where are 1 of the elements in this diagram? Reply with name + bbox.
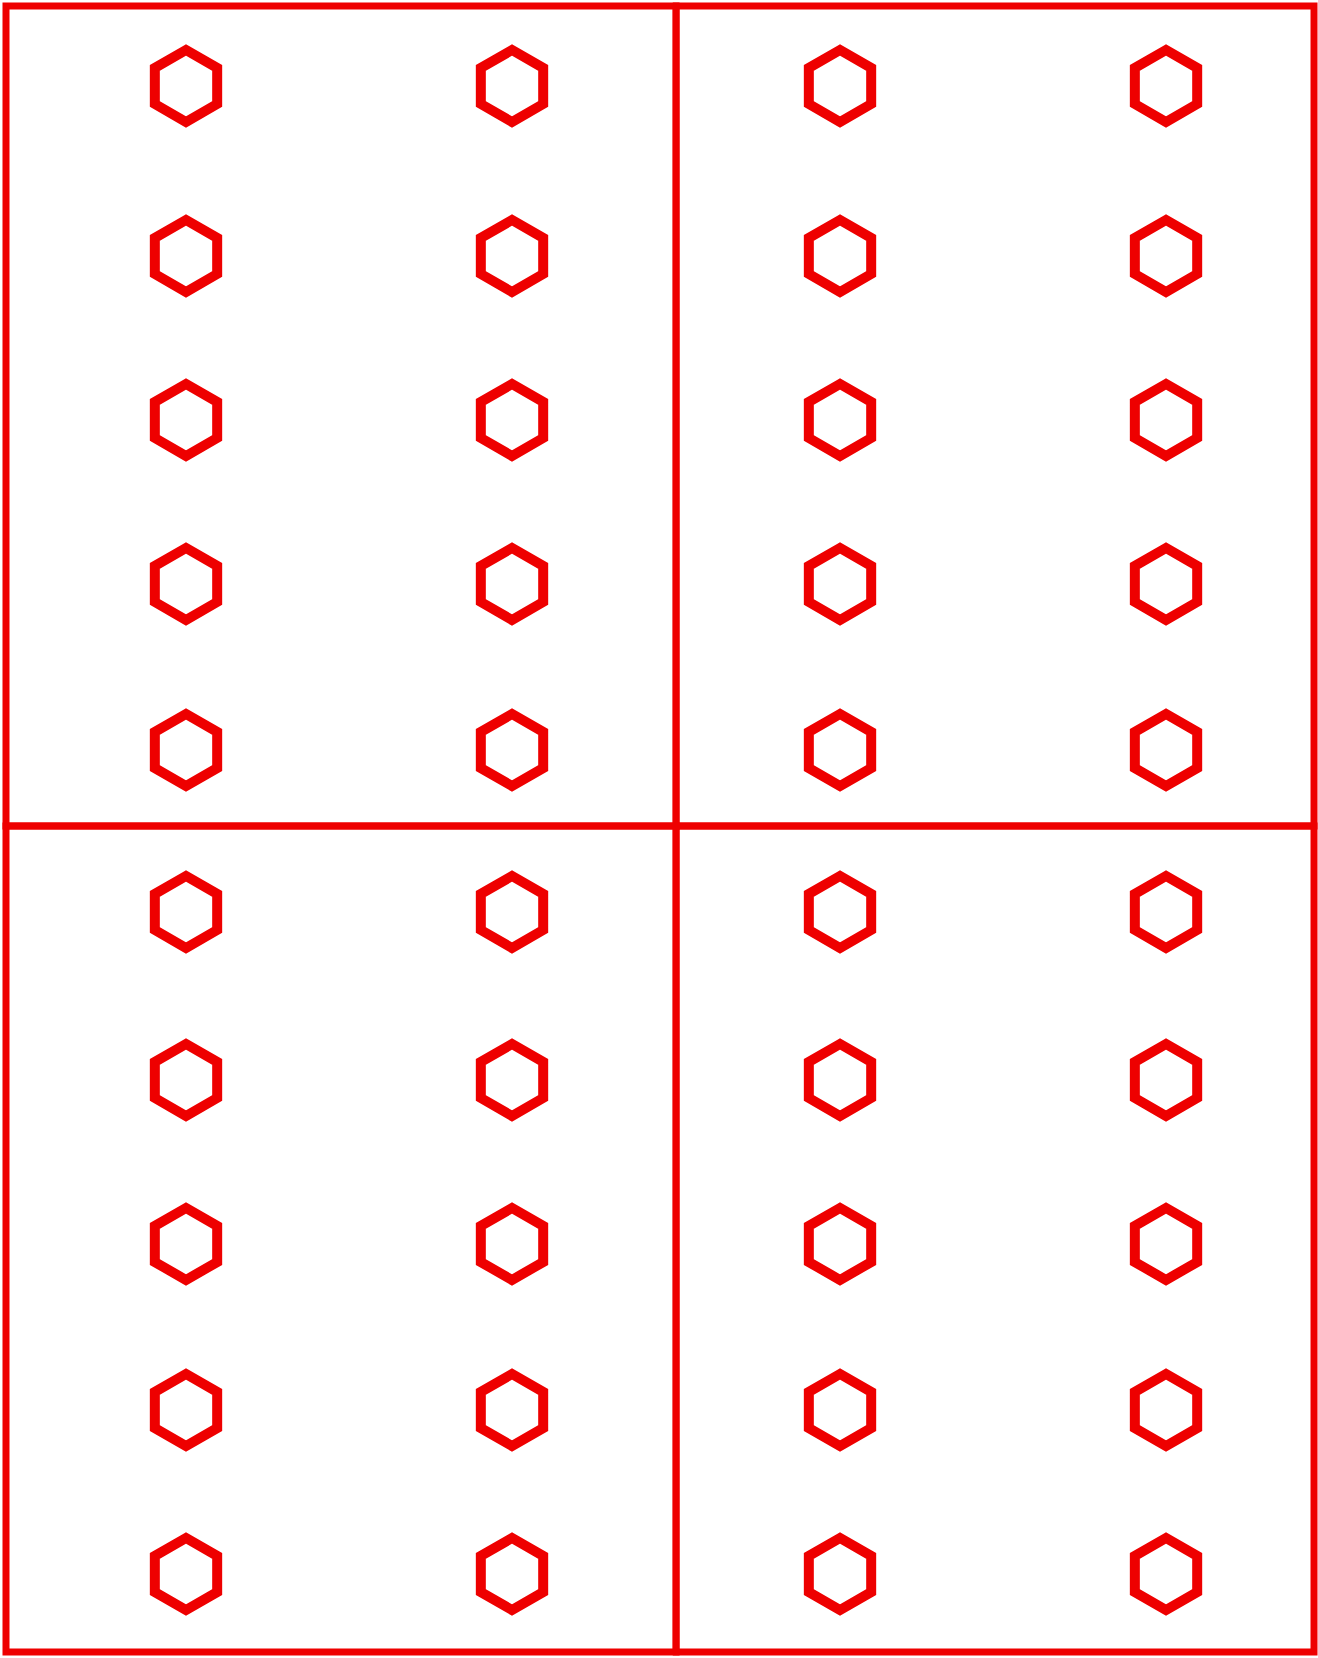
panel-box [672, 822, 1318, 1656]
